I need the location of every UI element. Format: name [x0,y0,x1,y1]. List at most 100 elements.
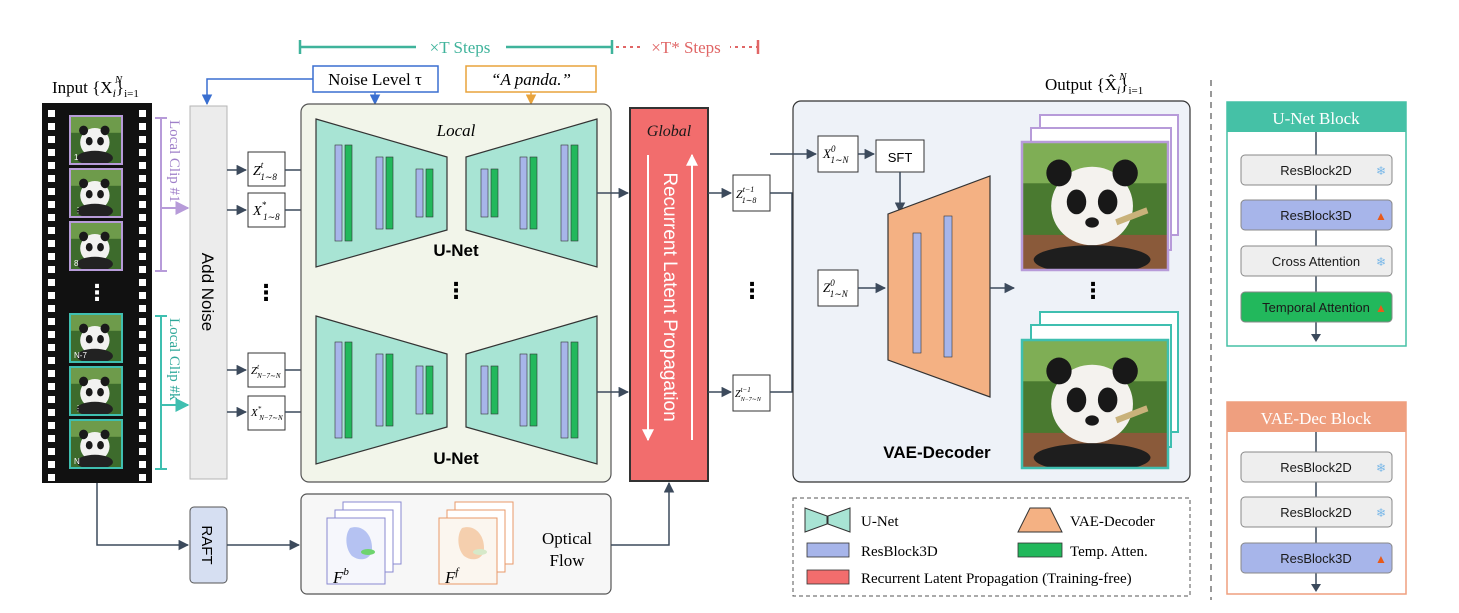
legend-resblock3d: ResBlock3D [806,542,938,560]
noise-level-box: Noise Level τ [312,65,439,93]
film-hole [139,123,146,130]
clip-k-label: Local Clip #k [166,318,182,401]
film-hole [48,292,55,299]
svg-text:ZtN−7∼N: ZtN−7∼N [251,363,281,380]
t-star-steps-label: ×T* Steps [651,38,721,57]
latent-input-x-top: X*1∼8 [247,192,286,228]
noise-level-label: Noise Level τ [328,70,422,89]
latent-input-dots: ⋮ [255,280,277,305]
svg-text:ResBlock3D: ResBlock3D [861,544,938,560]
rlp-title: Recurrent Latent Propagation [659,172,680,421]
block-item: ResBlock2D❄ [1240,451,1393,483]
film-hole [48,214,55,221]
film-hole [139,136,146,143]
svg-text:X*1∼8: X*1∼8 [252,200,280,222]
svg-text:Zt1∼8: Zt1∼8 [253,160,277,182]
unet-block-panel: U-Net Block ResBlock2D❄ResBlock3D▲Cross … [1226,101,1407,347]
film-hole [139,396,146,403]
film-frame: 8 [69,221,123,271]
film-hole [139,357,146,364]
frame-number: 1 [74,153,79,162]
flow-to-global-arrow [611,481,675,546]
block-item: ResBlock2D ❄ [1240,496,1393,528]
svg-text:U-Net: U-Net [861,514,899,530]
frozen-icon: ❄ [1376,506,1386,520]
block-item-label: ResBlock3D [1280,551,1352,566]
frame-number: ⋮ [74,206,82,215]
film-hole [139,461,146,468]
film-hole [139,149,146,156]
backward-flow-stack: Fb [326,501,402,587]
film-hole [139,240,146,247]
frame-number: 8 [74,259,79,268]
output-label: Output {X̂i}i=1N [1045,71,1143,97]
svg-text:Z01∼N: Z01∼N [823,278,849,299]
latent-output-dots: ⋮ [741,278,763,303]
frame-number: N-7 [74,351,87,360]
film-hole [48,110,55,117]
unet-block-title: U-Net Block [1272,109,1360,128]
block-item: Cross Attention❄ [1240,245,1393,277]
film-hole [48,253,55,260]
film-hole [48,448,55,455]
local-unet-panel: Local U-Net ⋮ [300,103,612,483]
film-dots: ⋮ [86,280,108,305]
legend-temp-atten: Temp. Atten. [1017,542,1148,560]
svg-text:X01∼N: X01∼N [822,144,849,165]
global-rlp-block: Global Recurrent Latent Propagation [629,107,709,482]
block-item: ResBlock3D ▲ [1240,542,1393,574]
clip-1-label: Local Clip #1 [166,120,182,203]
film-hole [139,370,146,377]
flow-label: Flow [550,551,586,570]
film-hole [48,266,55,273]
film-hole [48,240,55,247]
optical-flow-panel: Fb Ff Optical Flow [300,493,612,595]
film-hole [48,422,55,429]
block-item-label: Cross Attention [1272,254,1360,269]
frame-number: N [74,457,80,466]
steps-header: ×T Steps ×T* Steps [298,38,760,57]
film-hole [139,474,146,481]
sft-box: SFT [875,139,925,173]
film-hole [48,474,55,481]
legend-unet: U-Net [804,507,899,533]
clip-bracket-1: Local Clip #1 [155,117,190,272]
film-hole [139,201,146,208]
film-hole [48,305,55,312]
film-hole [139,214,146,221]
film-hole [139,448,146,455]
film-hole [139,318,146,325]
latent-input-x-bottom: X*N−7∼N [247,395,286,431]
film-hole [48,318,55,325]
film-hole [48,227,55,234]
unet-bottom-label: U-Net [433,449,479,468]
film-hole [139,409,146,416]
film-hole [139,344,146,351]
noise-arrow [201,78,313,106]
film-to-raft-arrow [96,483,190,551]
film-hole [139,227,146,234]
forward-flow-stack: Ff [438,501,514,587]
film-frame: ⋮ [69,168,123,218]
film-hole [139,422,146,429]
film-hole [139,175,146,182]
svg-text:VAE-Decoder: VAE-Decoder [1070,514,1155,530]
film-hole [48,461,55,468]
t-steps-label: ×T Steps [430,38,491,57]
film-frame: ⋮ [69,366,123,416]
ff-label: Ff [444,566,460,587]
frame-number: ⋮ [74,404,82,413]
film-hole [139,331,146,338]
block-item: ResBlock3D▲ [1240,199,1393,231]
block-item-label: ResBlock2D [1280,505,1352,520]
film-hole [48,162,55,169]
film-hole [48,370,55,377]
trainable-icon: ▲ [1375,552,1387,566]
film-hole [48,123,55,130]
legend: U-Net VAE-Decoder ResBlock3D Temp. Atten… [792,497,1191,597]
legend-vae: VAE-Decoder [1017,507,1155,533]
